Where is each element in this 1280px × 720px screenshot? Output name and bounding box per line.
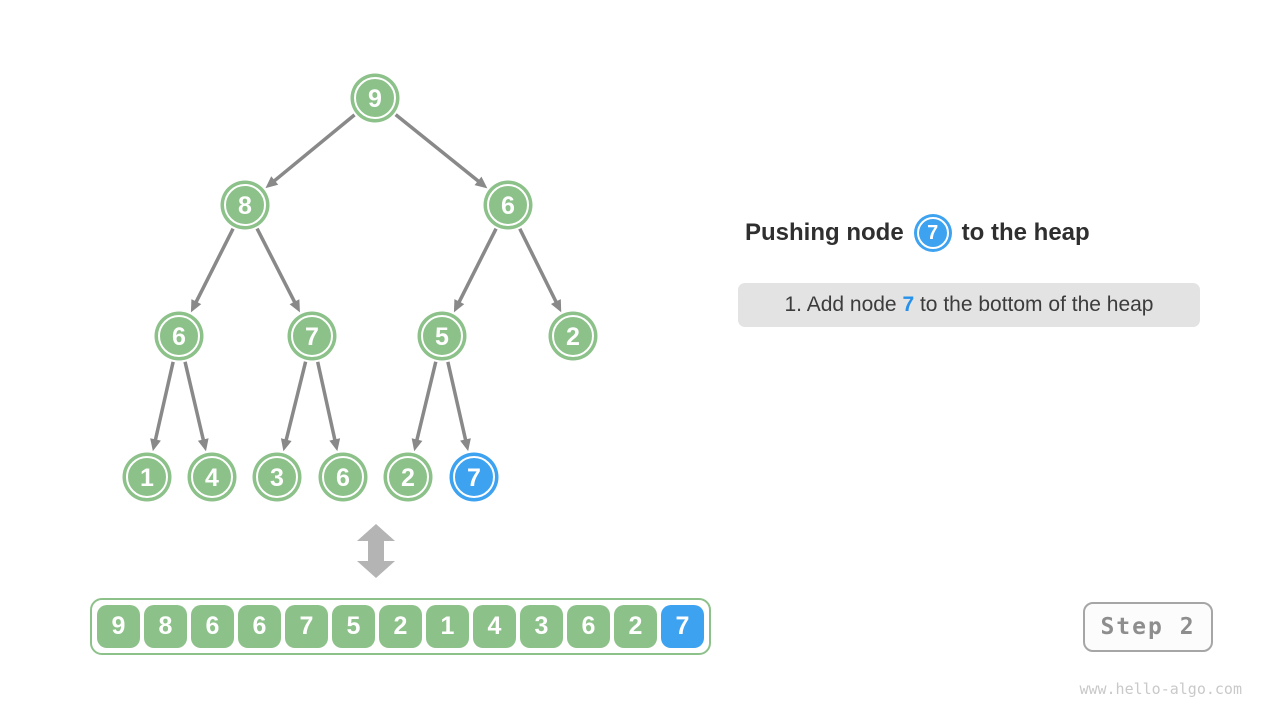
tree-node-value: 5 bbox=[435, 323, 449, 351]
figure-title-suffix: to the heap bbox=[961, 219, 1090, 246]
tree-node bbox=[287, 311, 337, 361]
tree-edge-arrowhead-icon bbox=[190, 299, 202, 313]
tree-node-ring bbox=[453, 456, 495, 498]
tree-edge bbox=[414, 361, 438, 444]
tree-node-value: 6 bbox=[172, 323, 186, 351]
array-cell: 6 bbox=[238, 605, 281, 648]
figure-title-prefix: Pushing node bbox=[745, 219, 904, 246]
tree-node-value: 8 bbox=[238, 192, 252, 220]
tree-node bbox=[449, 452, 499, 502]
tree-node-value: 6 bbox=[336, 464, 350, 492]
tree-edge-arrowhead-icon bbox=[150, 438, 161, 452]
tree-node bbox=[318, 452, 368, 502]
tree-node-value: 6 bbox=[501, 192, 515, 220]
instruction-suffix: to the bottom of the heap bbox=[914, 293, 1154, 316]
instruction-value: 7 bbox=[902, 293, 915, 316]
tree-node bbox=[122, 452, 172, 502]
tree-edge bbox=[192, 227, 235, 306]
step-indicator: Step 2 bbox=[1083, 602, 1213, 652]
tree-edge-arrowhead-icon bbox=[453, 299, 465, 313]
instruction-box: 1. Add node 7 to the bottom of the heap bbox=[738, 283, 1200, 327]
tree-node bbox=[252, 452, 302, 502]
tree-edge-arrowhead-icon bbox=[280, 438, 292, 452]
tree-node-ring bbox=[224, 184, 266, 226]
tree-edge bbox=[270, 113, 356, 185]
instruction-prefix: 1. Add node bbox=[784, 293, 903, 316]
tree-edge bbox=[518, 227, 560, 306]
tree-node-value: 2 bbox=[566, 323, 580, 351]
tree-node-ring bbox=[322, 456, 364, 498]
tree-node-ring bbox=[126, 456, 168, 498]
array-cell: 7 bbox=[661, 605, 704, 648]
array-cell: 5 bbox=[332, 605, 375, 648]
tree-node-value: 4 bbox=[205, 464, 219, 492]
tree-node bbox=[187, 452, 237, 502]
tree-edge bbox=[315, 361, 338, 444]
tree-node-value: 3 bbox=[270, 464, 284, 492]
tree-node-ring bbox=[421, 315, 463, 357]
double-arrow-icon bbox=[357, 524, 395, 578]
tree-edge-arrowhead-icon bbox=[289, 299, 300, 313]
tree-edge bbox=[394, 113, 483, 185]
watermark: www.hello-algo.com bbox=[1079, 680, 1242, 698]
array-cell: 4 bbox=[473, 605, 516, 648]
tree-node bbox=[417, 311, 467, 361]
tree-edge-arrowhead-icon bbox=[474, 176, 488, 189]
tree-node bbox=[383, 452, 433, 502]
tree-edge bbox=[255, 227, 298, 307]
tree-node-ring bbox=[291, 315, 333, 357]
tree-node-ring bbox=[158, 315, 200, 357]
tree-edge-arrowhead-icon bbox=[197, 438, 209, 452]
figure-title: Pushing node 7 to the heap bbox=[745, 212, 1090, 254]
tree-node-ring bbox=[487, 184, 529, 226]
array-cell: 8 bbox=[144, 605, 187, 648]
tree-edge bbox=[183, 361, 206, 444]
array-cell: 3 bbox=[520, 605, 563, 648]
tree-node-ring bbox=[387, 456, 429, 498]
array-cell: 7 bbox=[285, 605, 328, 648]
array-cell: 1 bbox=[426, 605, 469, 648]
tree-node bbox=[350, 73, 400, 123]
tree-node-value: 7 bbox=[305, 323, 319, 351]
pushed-node-badge: 7 bbox=[913, 214, 952, 252]
tree-node bbox=[154, 311, 204, 361]
tree-node-value: 9 bbox=[368, 85, 382, 113]
tree-edge-arrowhead-icon bbox=[329, 438, 341, 452]
tree-node bbox=[220, 180, 270, 230]
tree-node-ring bbox=[256, 456, 298, 498]
tree-node bbox=[548, 311, 598, 361]
tree-node bbox=[483, 180, 533, 230]
tree-edge bbox=[455, 227, 498, 306]
pushed-node-badge-ring bbox=[916, 217, 949, 249]
tree-edge bbox=[446, 361, 469, 444]
tree-node-ring bbox=[552, 315, 594, 357]
tree-node-ring bbox=[354, 77, 396, 119]
tree-node-value: 1 bbox=[140, 464, 154, 492]
array-cell: 6 bbox=[191, 605, 234, 648]
array-cell: 9 bbox=[97, 605, 140, 648]
tree-edge-arrowhead-icon bbox=[550, 299, 562, 313]
tree-edge-arrowhead-icon bbox=[265, 176, 279, 189]
array-cell: 6 bbox=[567, 605, 610, 648]
array-cell: 2 bbox=[614, 605, 657, 648]
tree-edge bbox=[152, 361, 175, 444]
array-cell: 2 bbox=[379, 605, 422, 648]
tree-edge-arrowhead-icon bbox=[411, 438, 423, 452]
tree-edge bbox=[283, 361, 308, 444]
tree-edge-arrowhead-icon bbox=[460, 438, 471, 452]
tree-node-ring bbox=[191, 456, 233, 498]
pushed-node-badge-value: 7 bbox=[927, 221, 939, 244]
tree-node-value: 2 bbox=[401, 464, 415, 492]
tree-node-value: 7 bbox=[467, 464, 481, 492]
